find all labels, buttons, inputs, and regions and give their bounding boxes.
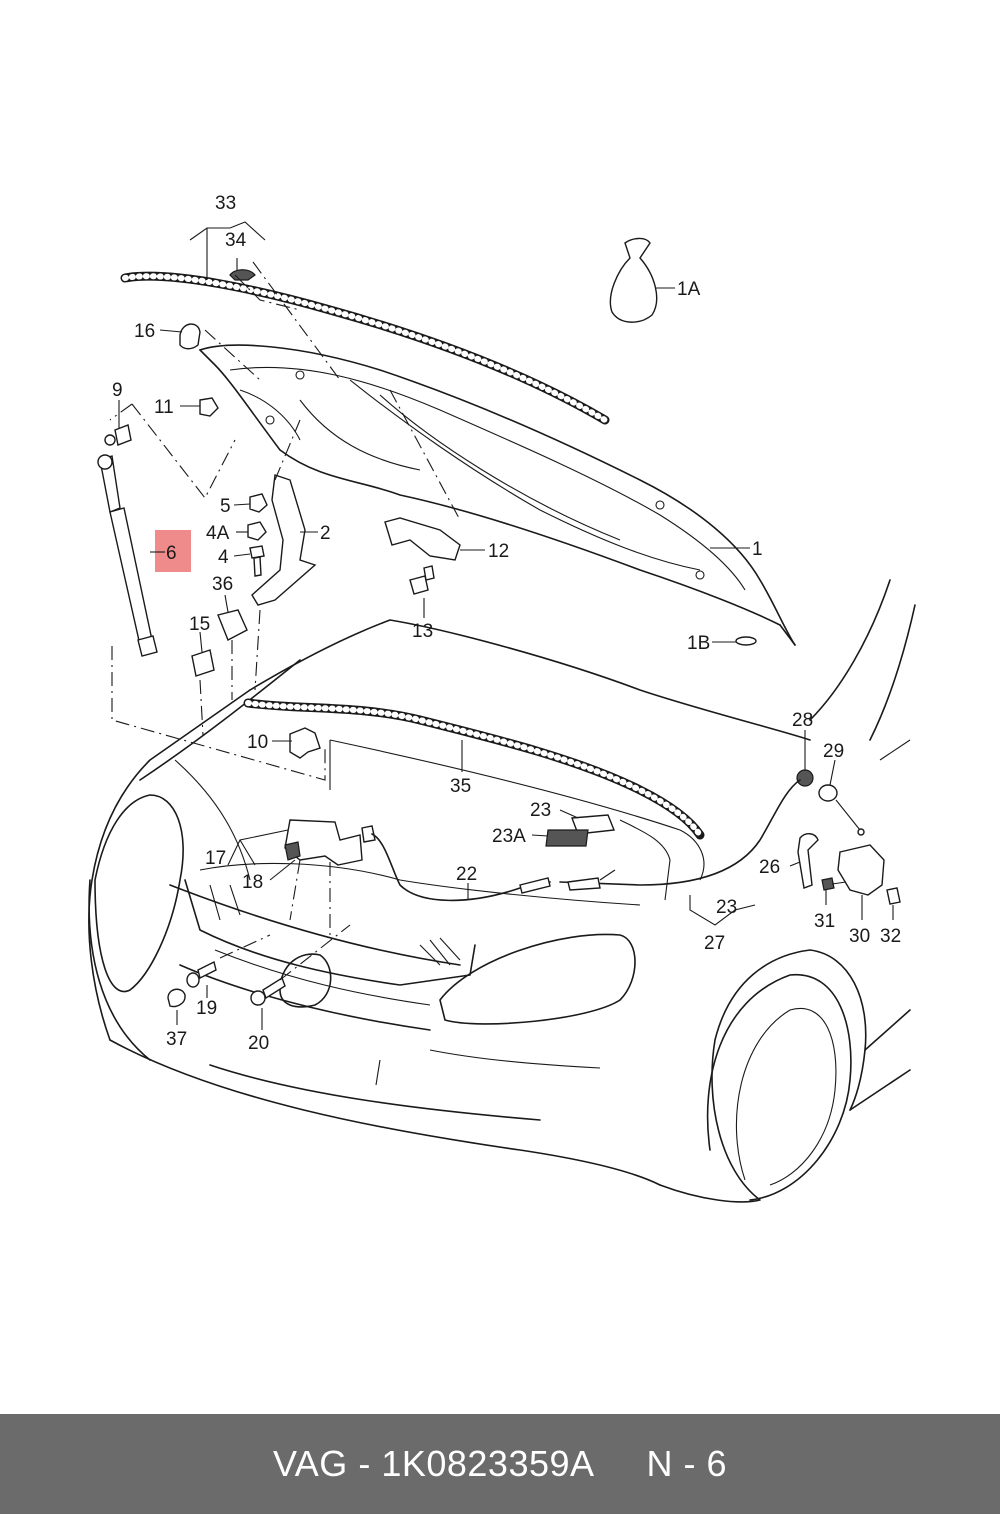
leader-lines <box>118 221 894 1030</box>
label-22: 22 <box>456 864 477 885</box>
label-12: 12 <box>488 541 509 562</box>
label-35: 35 <box>450 776 471 797</box>
diagram-position: N - 6 <box>646 1443 728 1484</box>
label-16: 16 <box>134 321 155 342</box>
label-13: 13 <box>412 621 433 642</box>
gas-strut-6 <box>97 454 158 657</box>
label-28: 28 <box>792 710 813 731</box>
label-18: 18 <box>242 872 263 893</box>
label-30: 30 <box>849 926 870 947</box>
label-1: 1 <box>752 539 763 560</box>
mount-15 <box>191 649 215 677</box>
label-9: 9 <box>112 380 123 401</box>
hinge-2 <box>251 474 317 606</box>
clip-32 <box>886 887 901 905</box>
label-27: 27 <box>704 933 725 954</box>
label-2: 2 <box>320 523 331 544</box>
ball-stud-9 <box>104 424 132 446</box>
label-5: 5 <box>220 496 231 517</box>
separator: - <box>358 1443 371 1484</box>
cap-37 <box>167 988 186 1008</box>
assembly-guide-lines <box>109 261 461 981</box>
bonnet-panel <box>199 344 796 646</box>
label-10: 10 <box>247 732 268 753</box>
lock-17 <box>284 819 376 866</box>
label-23-top: 23 <box>530 800 551 821</box>
label-32: 32 <box>880 926 901 947</box>
exploded-parts-diagram: 33 34 16 1A 9 11 5 4A 2 4 6 12 1 36 15 1… <box>88 193 916 1203</box>
label-31: 31 <box>814 911 835 932</box>
callout-labels: 33 34 16 1A 9 11 5 4A 2 4 6 12 1 36 15 1… <box>112 193 901 1054</box>
label-4: 4 <box>218 547 229 568</box>
screw-31 <box>821 877 847 891</box>
label-34: 34 <box>225 230 247 251</box>
seal-33 <box>120 271 610 425</box>
label-37: 37 <box>166 1029 187 1050</box>
part-number: 1K0823359A <box>381 1443 595 1484</box>
lever-bracket-30 <box>837 844 885 896</box>
grommet-28 <box>796 769 814 787</box>
bolt-20 <box>250 976 286 1006</box>
buffer-36 <box>217 609 248 641</box>
cable-22 <box>371 779 801 902</box>
highlight-part-6 <box>155 530 191 572</box>
screw-19 <box>186 960 217 988</box>
seal-35 <box>243 698 705 840</box>
nut-5 <box>249 493 268 513</box>
bolt-4 <box>249 545 265 577</box>
label-23a: 23A <box>492 826 526 847</box>
label-17: 17 <box>205 848 226 869</box>
label-33: 33 <box>215 193 236 214</box>
grommet-1b <box>735 636 757 646</box>
label-11: 11 <box>154 397 174 418</box>
bag-1a <box>609 237 658 323</box>
buffer-16 <box>179 323 201 350</box>
label-29: 29 <box>823 741 844 762</box>
bolt-13 <box>409 565 435 595</box>
release-lever-26 <box>797 833 819 889</box>
label-1a: 1A <box>677 279 701 300</box>
cable-end-29 <box>818 784 865 836</box>
label-19: 19 <box>196 998 217 1019</box>
label-15: 15 <box>189 614 210 635</box>
label-20: 20 <box>248 1033 269 1054</box>
car-body-outline <box>88 579 916 1203</box>
label-26: 26 <box>759 857 780 878</box>
label-6: 6 <box>166 543 177 564</box>
bracket-12 <box>384 517 461 561</box>
label-36: 36 <box>212 574 233 595</box>
part-info-footer: VAG - 1K0823359A N - 6 <box>0 1414 1000 1514</box>
nut-4a <box>247 521 267 541</box>
nut-11 <box>199 397 219 417</box>
bracket-23a <box>545 829 589 847</box>
brand-label: VAG <box>272 1443 348 1484</box>
label-1b: 1B <box>687 633 710 654</box>
label-4a: 4A <box>206 523 230 544</box>
clip-34 <box>229 269 256 281</box>
bracket-23 <box>571 814 615 835</box>
label-23-bottom: 23 <box>716 897 737 918</box>
clip-10 <box>289 727 321 759</box>
